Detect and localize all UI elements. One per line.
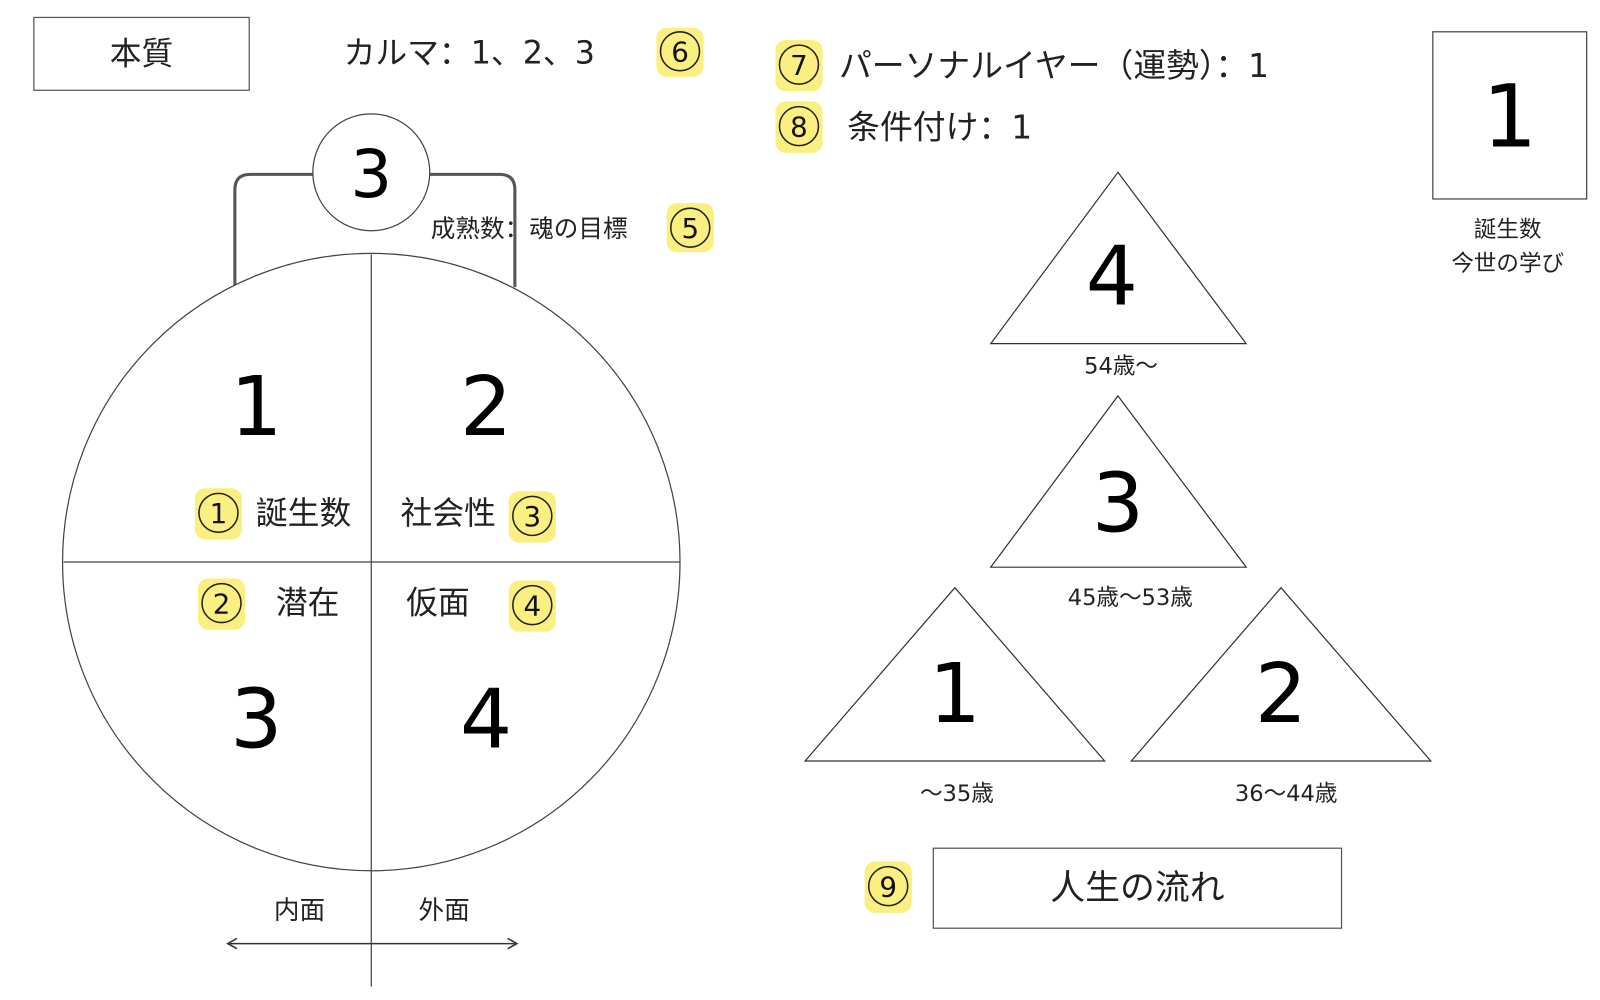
triangle-45-53	[989, 394, 1248, 568]
badge-5: 5	[666, 203, 714, 253]
triangle-to-35	[803, 586, 1106, 762]
badge-6: 6	[656, 27, 704, 77]
triangle-54-plus-age: 54歳〜	[1084, 353, 1158, 379]
personal-year-text: パーソナルイヤー（運勢）：1	[839, 47, 1269, 85]
life-flow-box	[932, 847, 1343, 929]
triangle-to-35-age: 〜35歳	[920, 781, 994, 807]
badge-1-number: 1	[210, 497, 228, 530]
quadrant-label-social: 社会性	[401, 495, 496, 532]
badge-2-number: 2	[213, 587, 231, 620]
badge-6-number: 6	[671, 36, 689, 69]
quadrant-label-birth: 誕生数	[256, 495, 351, 532]
triangle-54-plus	[989, 171, 1248, 345]
badge-8: 8	[775, 101, 823, 153]
conditioning-text: 条件付け：1	[847, 108, 1032, 146]
badge-7: 7	[775, 40, 823, 92]
badge-5-number: 5	[681, 212, 699, 245]
triangle-45-53-number: 3	[1092, 456, 1144, 551]
quadrant-number-latent: 3	[230, 673, 282, 768]
quadrant-number-social: 2	[460, 360, 512, 455]
quadrant-number-mask: 4	[460, 673, 512, 768]
maturity-circle	[312, 113, 431, 232]
badge-1: 1	[194, 488, 243, 540]
badge-4: 4	[508, 580, 556, 632]
triangle-36-44-age: 36〜44歳	[1235, 781, 1337, 807]
quadrant-number-birth: 1	[230, 360, 282, 455]
birth-number-label: 誕生数	[1474, 217, 1542, 243]
double-arrow	[226, 937, 519, 950]
birth-number-sublabel: 今世の学び	[1451, 251, 1564, 277]
title-text: 本質	[110, 36, 174, 73]
triangle-54-plus-number: 4	[1086, 230, 1138, 325]
triangle-36-44-number: 2	[1255, 647, 1307, 742]
birth-number-box	[1432, 31, 1588, 200]
inner-label: 内面	[274, 896, 325, 926]
badge-7-number: 7	[790, 49, 808, 82]
maturity-label: 成熟数：魂の目標	[431, 214, 628, 243]
karma-text: カルマ：1、2、3	[344, 35, 595, 72]
badge-3: 3	[508, 491, 556, 543]
badge-2: 2	[197, 578, 246, 630]
badge-9-number: 9	[879, 870, 897, 903]
badge-4-number: 4	[523, 589, 541, 622]
badge-3-number: 3	[523, 500, 541, 533]
triangle-to-35-number: 1	[929, 647, 981, 742]
badge-9: 9	[864, 861, 912, 913]
maturity-number: 3	[350, 137, 392, 213]
triangle-45-53-age: 45歳〜53歳	[1068, 585, 1193, 611]
life-flow-label: 人生の流れ	[1050, 868, 1224, 908]
quadrant-label-latent: 潜在	[276, 584, 340, 621]
triangle-36-44	[1129, 586, 1433, 762]
title-box	[33, 16, 250, 91]
quadrant-label-mask: 仮面	[406, 584, 470, 621]
badge-8-number: 8	[790, 110, 808, 143]
birth-number-value: 1	[1482, 68, 1537, 168]
outer-label: 外面	[418, 896, 469, 926]
